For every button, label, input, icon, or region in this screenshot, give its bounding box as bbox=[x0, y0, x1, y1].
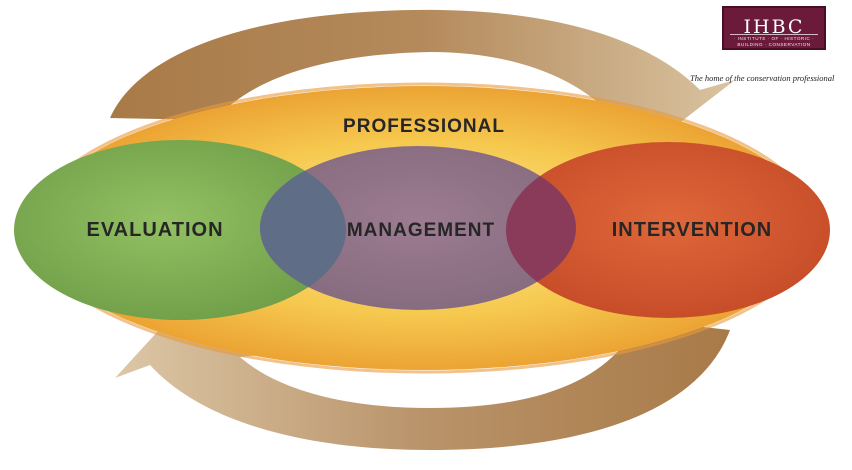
management-circle bbox=[260, 146, 576, 310]
management-label: MANAGEMENT bbox=[347, 220, 495, 241]
ihbc-logo: IHBC · INSTITUTE · OF · HISTORIC · BUILD… bbox=[722, 6, 826, 50]
intervention-label: INTERVENTION bbox=[612, 219, 773, 241]
cycle-arrow-top bbox=[110, 9, 735, 138]
intervention-circle bbox=[506, 142, 830, 318]
logo-tagline: The home of the conservation professiona… bbox=[690, 73, 835, 83]
evaluation-label: EVALUATION bbox=[86, 219, 223, 241]
logo-subtitle: · INSTITUTE · OF · HISTORIC · BUILDING ·… bbox=[724, 36, 824, 48]
professional-label: PROFESSIONAL bbox=[343, 116, 505, 137]
logo-name: IHBC bbox=[743, 16, 805, 38]
logo-subtitle-line2: BUILDING · CONSERVATION bbox=[737, 42, 811, 47]
logo-subtitle-line1: · INSTITUTE · OF · HISTORIC · bbox=[733, 36, 815, 41]
evaluation-circle bbox=[14, 140, 346, 320]
